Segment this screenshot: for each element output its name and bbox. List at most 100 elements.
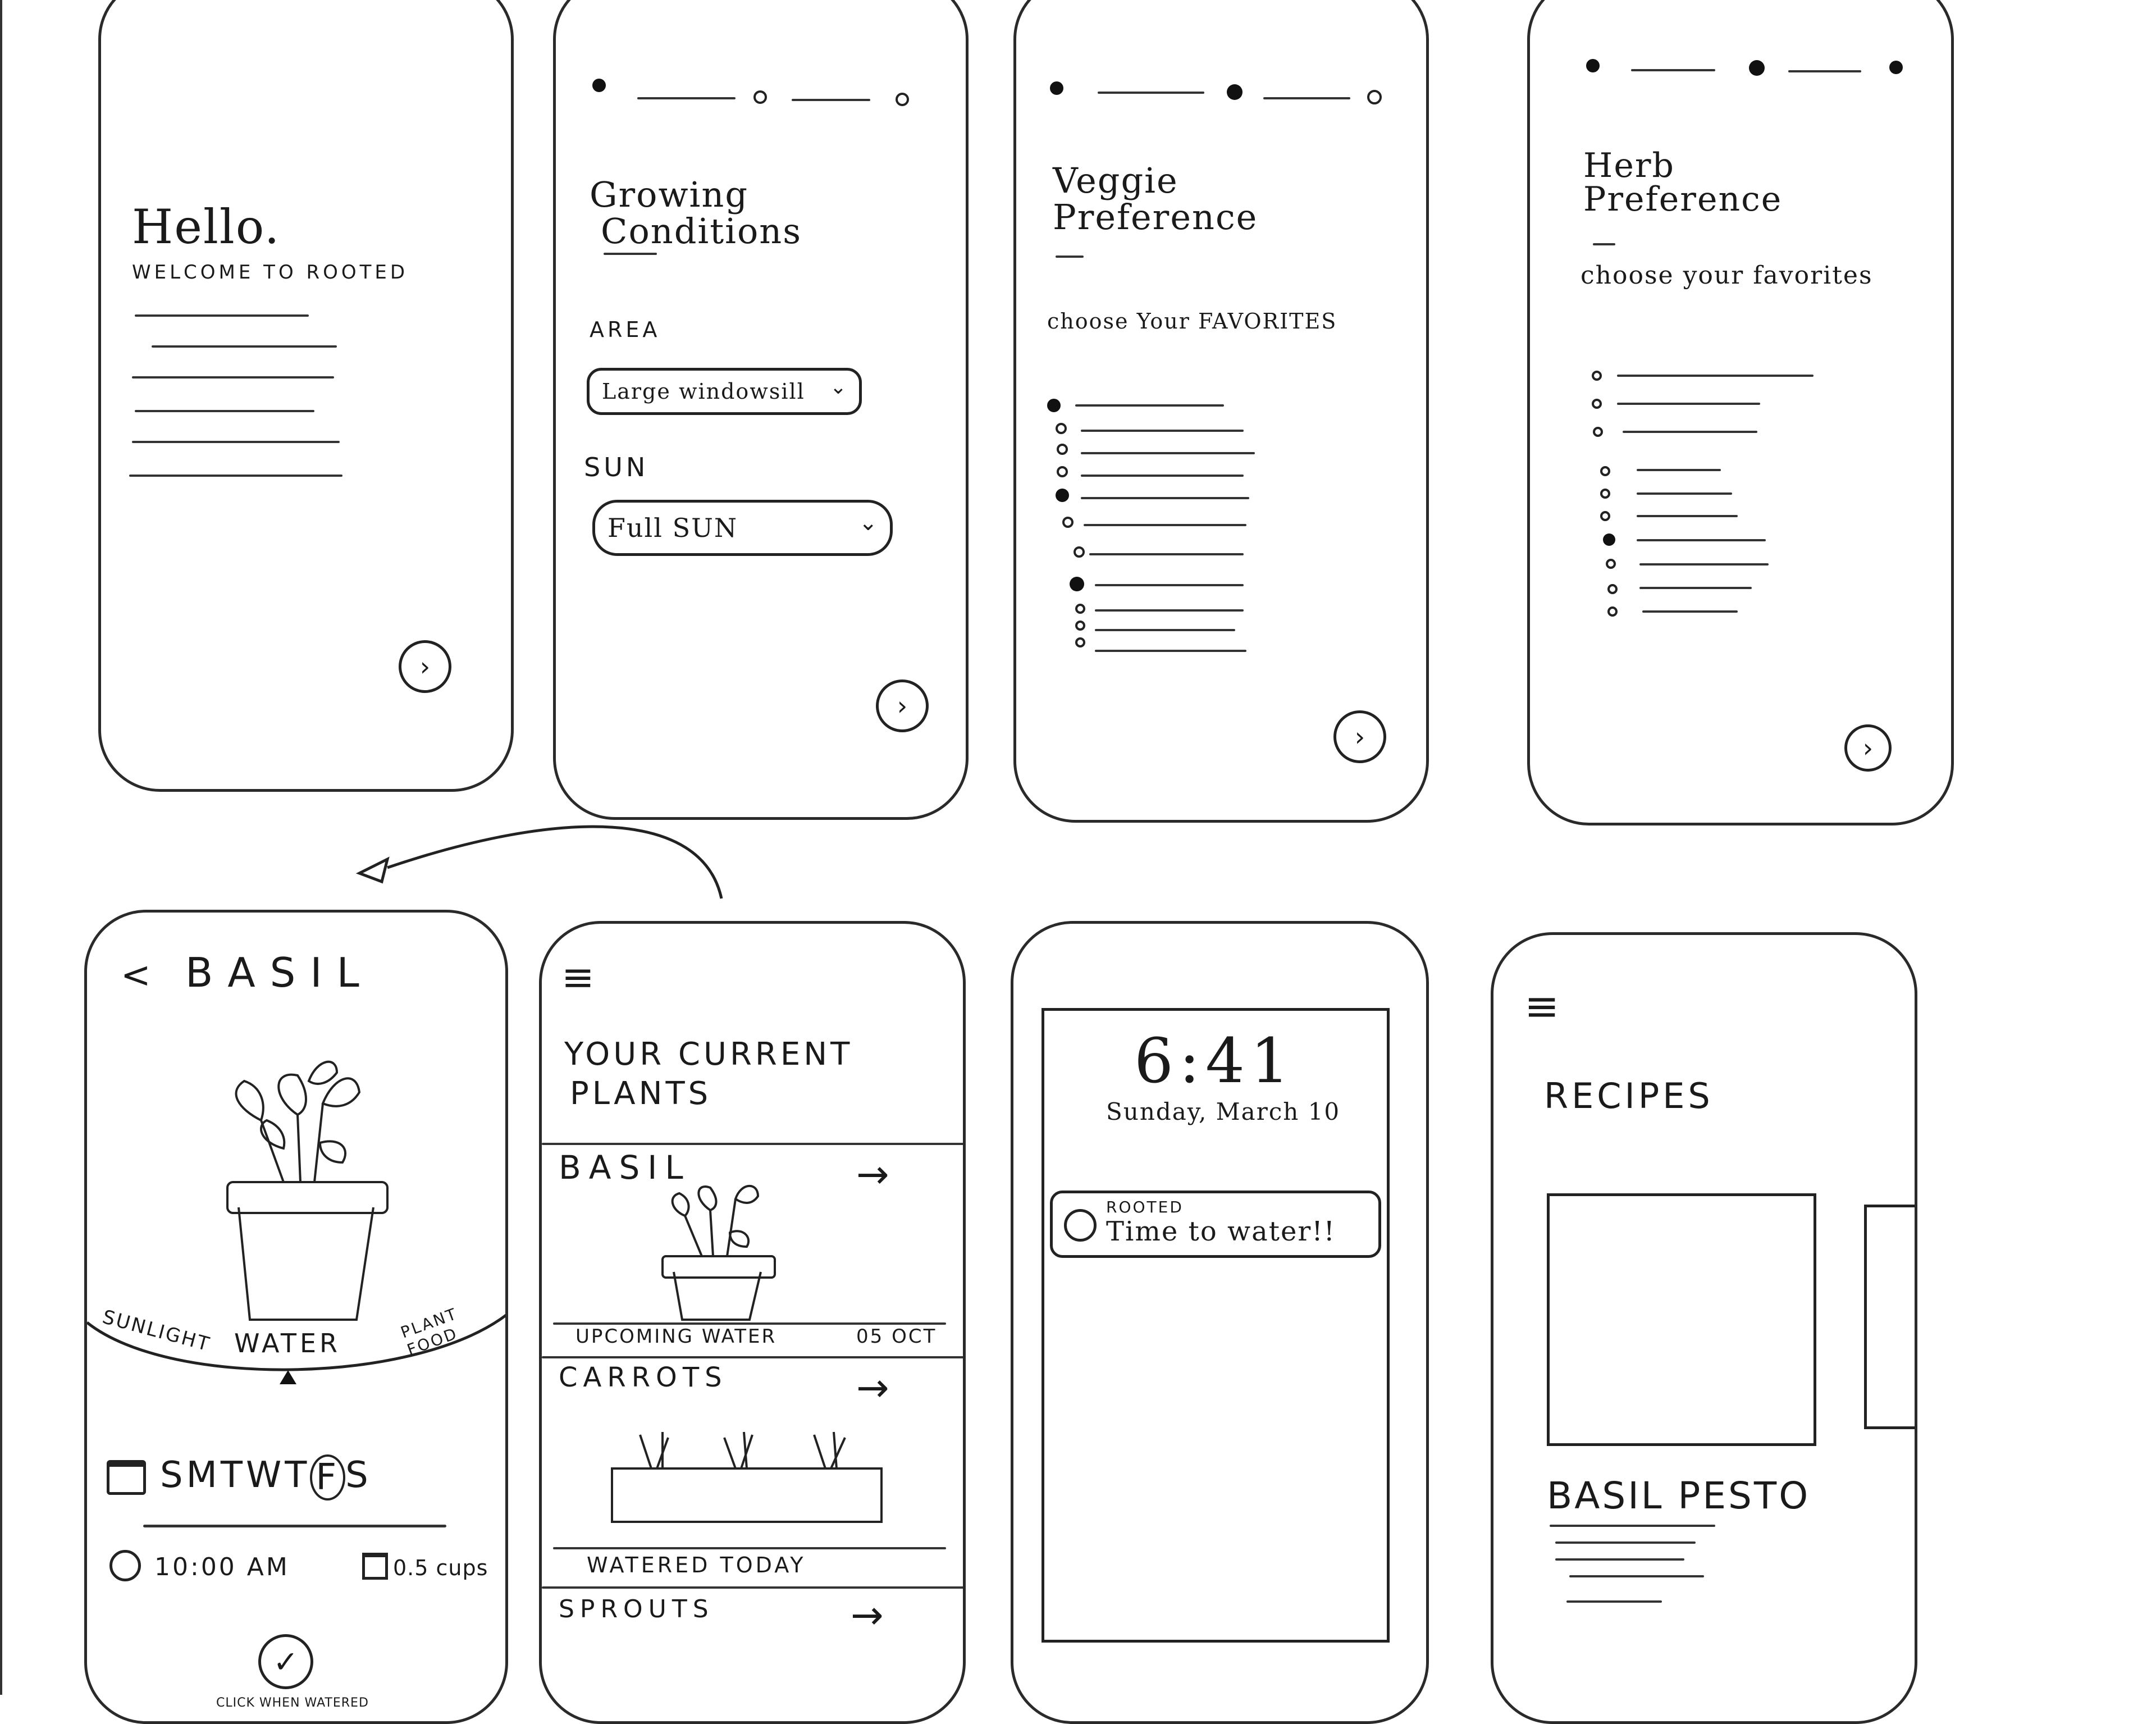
page-title-line2: PLANTS: [570, 1075, 712, 1112]
paper-edge: [0, 0, 2, 1695]
chevron-down-icon: ⌄: [829, 375, 847, 399]
lock-screen-display: [1042, 1008, 1390, 1643]
day-mon[interactable]: M: [186, 1454, 221, 1496]
day-thu[interactable]: T: [285, 1454, 310, 1496]
day-fri[interactable]: F: [310, 1454, 346, 1500]
veggie-preference-screen: Veggie Preference choose Your FAVORITES …: [1013, 0, 1429, 823]
progress-dot-1: [1050, 81, 1063, 95]
area-label: AREA: [590, 317, 661, 342]
clock-icon: [109, 1550, 141, 1581]
watered-check-label: CLICK WHEN WATERED: [216, 1696, 369, 1710]
menu-icon[interactable]: ≡: [561, 954, 595, 1000]
day-tue[interactable]: T: [220, 1454, 246, 1496]
selection-prompt: choose your favorites: [1581, 261, 1873, 290]
plant-card-name: BASIL: [559, 1148, 691, 1187]
area-select[interactable]: Large windowsill ⌄: [587, 368, 862, 415]
progress-dot-3: [1889, 61, 1903, 74]
welcome-screen: Hello. WELCOME TO ROOTED ›: [98, 0, 514, 792]
option-radio[interactable]: [1056, 423, 1067, 434]
option-radio[interactable]: [1606, 559, 1616, 569]
arrow-right-icon[interactable]: →: [851, 1592, 884, 1638]
option-radio[interactable]: [1592, 399, 1602, 409]
current-plants-screen: ≡ YOUR CURRENT PLANTS BASIL → UPCOMING W…: [539, 921, 966, 1724]
cup-icon: [362, 1553, 388, 1580]
progress-dot-1: [1586, 59, 1600, 72]
tab-arc: [87, 1313, 505, 1384]
greeting-heading: Hello.: [132, 199, 281, 254]
next-button[interactable]: ›: [876, 679, 929, 732]
water-amount: 0.5 cups: [393, 1556, 488, 1580]
option-radio[interactable]: [1592, 371, 1602, 381]
chevron-down-icon: ⌄: [858, 510, 878, 536]
option-radio[interactable]: [1607, 584, 1618, 594]
welcome-subtitle: WELCOME TO ROOTED: [132, 261, 409, 284]
sun-select-value: Full SUN: [607, 513, 738, 543]
lock-date: Sunday, March 10: [1106, 1098, 1341, 1125]
progress-dot-2: [753, 90, 767, 104]
arrow-right-icon[interactable]: →: [856, 1151, 889, 1197]
chevron-right-icon: ›: [419, 651, 431, 682]
recipe-image-placeholder[interactable]: [1547, 1193, 1816, 1446]
option-radio[interactable]: [1057, 444, 1068, 455]
option-radio[interactable]: [1603, 533, 1615, 546]
chevron-right-icon: ›: [897, 691, 908, 721]
option-radio[interactable]: [1075, 604, 1085, 614]
page-title-line1: Herb: [1583, 146, 1675, 185]
option-radio[interactable]: [1075, 637, 1085, 647]
plant-title: BASIL: [185, 949, 374, 996]
sun-select[interactable]: Full SUN ⌄: [592, 500, 893, 556]
app-logo-icon: [1064, 1209, 1097, 1242]
sun-label: SUN: [584, 452, 649, 482]
page-title-line1: YOUR CURRENT: [564, 1036, 853, 1073]
notification-card[interactable]: ROOTED Time to water!!: [1050, 1191, 1381, 1258]
day-sun[interactable]: S: [160, 1454, 186, 1496]
option-radio[interactable]: [1600, 489, 1610, 499]
water-time: 10:00 AM: [154, 1553, 290, 1581]
notification-app-name: ROOTED: [1106, 1198, 1184, 1216]
next-button[interactable]: ›: [1333, 710, 1386, 763]
page-title-line2: Preference: [1053, 197, 1258, 238]
menu-icon[interactable]: ≡: [1524, 982, 1560, 1030]
day-sat[interactable]: S: [345, 1454, 372, 1496]
page-title: RECIPES: [1544, 1075, 1714, 1116]
option-radio[interactable]: [1075, 621, 1085, 631]
recipes-screen: ≡ RECIPES BASIL PESTO: [1491, 932, 1917, 1724]
page-title-line1: Growing: [590, 174, 749, 215]
page-title-line1: Veggie: [1053, 160, 1179, 201]
next-button[interactable]: ›: [399, 640, 451, 693]
recipe-name[interactable]: BASIL PESTO: [1547, 1474, 1811, 1517]
option-radio[interactable]: [1600, 466, 1610, 476]
option-radio[interactable]: [1062, 517, 1074, 528]
chevron-right-icon: ›: [1862, 733, 1874, 763]
option-radio[interactable]: [1593, 427, 1603, 437]
option-radio[interactable]: [1070, 577, 1084, 591]
watered-check-button[interactable]: ✓: [258, 1634, 313, 1689]
option-radio[interactable]: [1607, 606, 1618, 617]
herb-preference-screen: Herb Preference choose your favorites ›: [1527, 0, 1954, 825]
day-picker[interactable]: S M T W T F S: [160, 1454, 372, 1500]
option-radio[interactable]: [1074, 546, 1085, 558]
option-radio[interactable]: [1057, 466, 1068, 477]
progress-dot-3: [896, 93, 909, 106]
arrow-right-icon[interactable]: →: [856, 1365, 889, 1411]
lock-time: 6:41: [1134, 1025, 1296, 1097]
plant-card-date: 05 OCT: [856, 1325, 937, 1348]
plant-card-name: CARROTS: [559, 1362, 728, 1393]
tab-water[interactable]: WATER: [234, 1328, 341, 1358]
option-radio[interactable]: [1047, 399, 1061, 412]
page-title-line2: Conditions: [601, 211, 802, 252]
check-icon: ✓: [273, 1644, 299, 1680]
chevron-right-icon: ›: [1354, 722, 1365, 752]
planter-box-illustration: [611, 1431, 883, 1523]
option-radio[interactable]: [1600, 511, 1610, 521]
option-radio[interactable]: [1056, 489, 1069, 502]
back-button[interactable]: <: [121, 955, 151, 996]
progress-dot-2: [1227, 84, 1243, 100]
notification-message: Time to water!!: [1106, 1216, 1336, 1247]
progress-dot-2: [1749, 60, 1765, 76]
next-button[interactable]: ›: [1844, 724, 1892, 772]
plant-card-status: WATERED TODAY: [587, 1553, 806, 1577]
day-wed[interactable]: W: [245, 1454, 285, 1496]
next-recipe-peek[interactable]: [1864, 1205, 1915, 1429]
